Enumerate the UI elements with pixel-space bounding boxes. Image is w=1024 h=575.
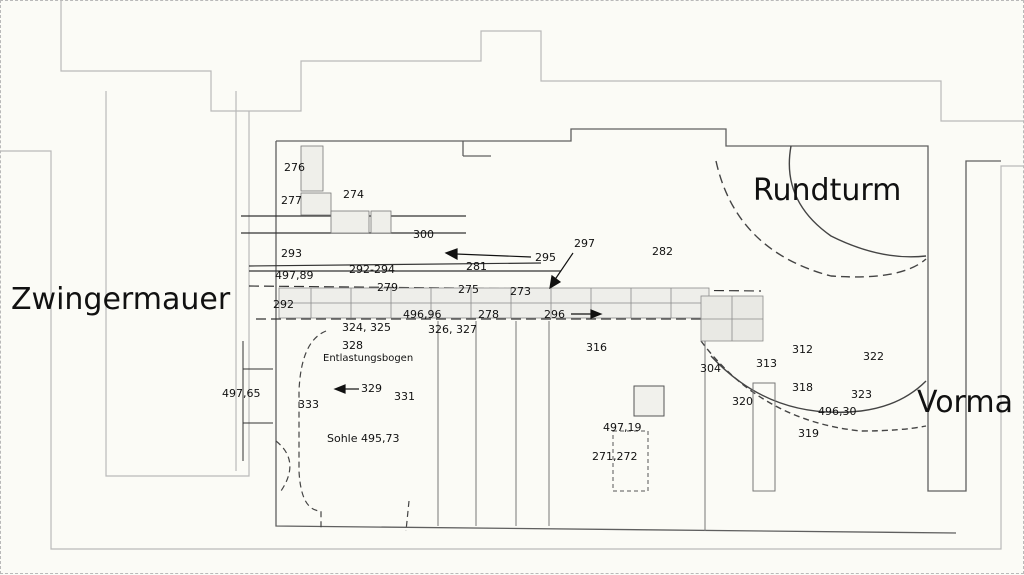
finding-333: 333 <box>298 398 319 411</box>
finding-279: 279 <box>377 281 398 294</box>
arrows <box>333 248 603 394</box>
finding-320: 320 <box>732 395 753 408</box>
zwingermauer-label: Zwingermauer <box>11 282 231 317</box>
entlastungsbogen-outline <box>275 330 410 532</box>
elevation-496-96: 496,96 <box>403 308 442 321</box>
finding-322: 322 <box>863 350 884 363</box>
finding-312: 312 <box>792 343 813 356</box>
elevation-496-30: 496,30 <box>818 405 857 418</box>
stone-blocks-top <box>300 145 392 234</box>
finding-281: 281 <box>466 260 487 273</box>
finding-276: 276 <box>284 161 305 174</box>
building-outline <box>1 1 1024 550</box>
elevation-497-19: 497,19 <box>603 421 642 434</box>
finding-316: 316 <box>586 341 607 354</box>
rundturm-walls <box>700 145 927 432</box>
finding-274: 274 <box>343 188 364 201</box>
finding-323: 323 <box>851 388 872 401</box>
finding-304: 304 <box>700 362 721 375</box>
finding-278: 278 <box>478 308 499 321</box>
stone-square <box>612 385 665 492</box>
finding-282: 282 <box>652 245 673 258</box>
finding-300: 300 <box>413 228 434 241</box>
finding-292: 292 <box>273 298 294 311</box>
finding-277: 277 <box>281 194 302 207</box>
finding-331: 331 <box>394 390 415 403</box>
finding-318: 318 <box>792 381 813 394</box>
sohle-label: Sohle 495,73 <box>327 432 400 445</box>
finding-293: 293 <box>281 247 302 260</box>
finding-296: 296 <box>544 308 565 321</box>
finding-324-325: 324, 325 <box>342 321 391 334</box>
finding-271-272: 271,272 <box>592 450 638 463</box>
finding-328: 328 <box>342 339 363 352</box>
finding-313: 313 <box>756 357 777 370</box>
side-ticks <box>242 341 273 461</box>
entlastungsbogen-label: Entlastungsbogen <box>323 353 414 364</box>
finding-292-294: 292-294 <box>349 263 395 276</box>
masonry-band <box>278 287 764 342</box>
finding-329: 329 <box>361 382 382 395</box>
elevation-497-89: 497,89 <box>275 269 314 282</box>
finding-297: 297 <box>574 237 595 250</box>
finding-295: 295 <box>535 251 556 264</box>
rundturm-label: Rundturm <box>753 173 902 208</box>
trench-outline <box>275 128 1001 534</box>
finding-319: 319 <box>798 427 819 440</box>
elevation-497-65: 497,65 <box>222 387 261 400</box>
finding-326-327: 326, 327 <box>428 323 477 336</box>
section-lines <box>437 321 776 531</box>
finding-275: 275 <box>458 283 479 296</box>
vorma-label: Vorma <box>917 385 1013 420</box>
finding-273: 273 <box>510 285 531 298</box>
